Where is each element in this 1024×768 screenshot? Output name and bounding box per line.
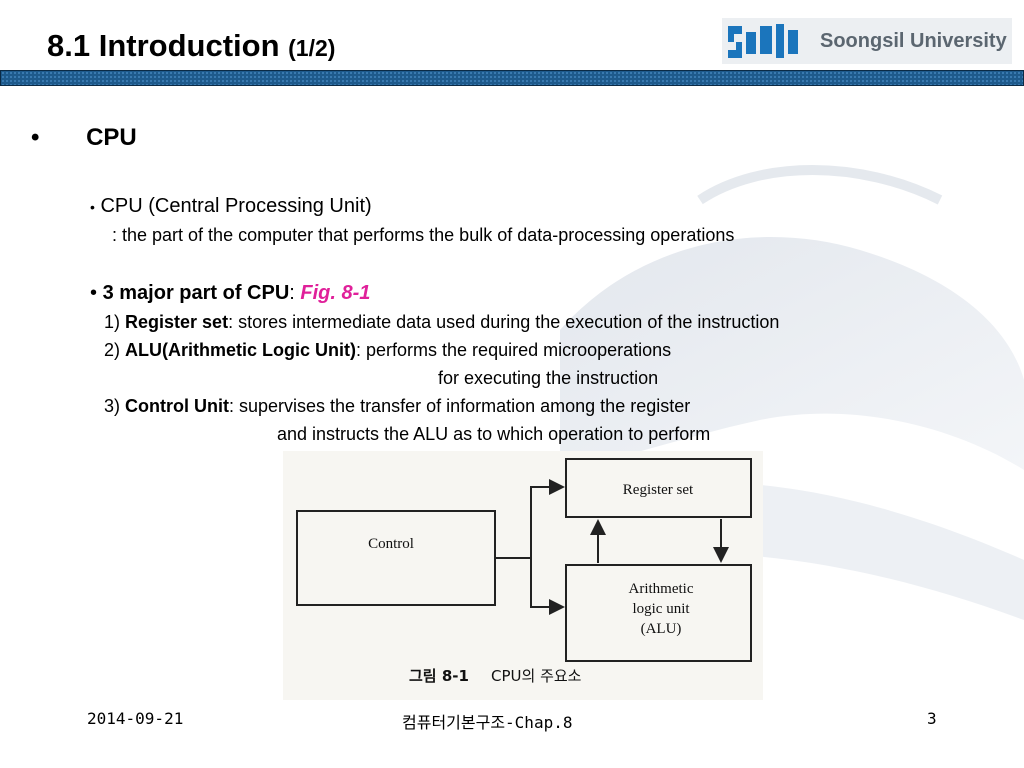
slide-title: 8.1 Introduction (1/2) bbox=[47, 28, 335, 64]
item-term: Control Unit bbox=[125, 396, 229, 416]
university-logo bbox=[722, 18, 1012, 64]
main-bullet-label: CPU bbox=[86, 124, 137, 151]
item-term: ALU(Arithmetic Logic Unit) bbox=[125, 340, 357, 360]
title-suffix: (1/2) bbox=[288, 35, 336, 61]
major-sep: : bbox=[289, 282, 301, 304]
major-title: 3 major part of CPU bbox=[102, 282, 290, 304]
logo-text: Soongsil University bbox=[820, 30, 1007, 52]
control-label: Control bbox=[368, 536, 414, 552]
control-box bbox=[296, 510, 496, 606]
item-continuation: and instructs the ALU as to which operat… bbox=[277, 424, 711, 444]
alu-label-1: Arithmetic bbox=[629, 581, 694, 597]
register-box bbox=[565, 458, 752, 518]
footer-page-number: 3 bbox=[927, 709, 937, 728]
list-item: 1) Register set: stores intermediate dat… bbox=[104, 312, 779, 333]
bullet-icon: • bbox=[90, 282, 98, 304]
item-desc: : performs the required microoperations bbox=[356, 340, 672, 360]
def-title-line: • CPU (Central Processing Unit) bbox=[90, 195, 372, 218]
item-term: Register set bbox=[125, 312, 229, 332]
bullet-icon: • bbox=[31, 124, 40, 151]
list-item: 3) Control Unit: supervises the transfer… bbox=[104, 396, 690, 417]
item-continuation: for executing the instruction bbox=[438, 368, 659, 388]
main-bullet: • CPU bbox=[31, 124, 137, 152]
item-number: 2) bbox=[104, 340, 126, 360]
footer-date: 2014-09-21 bbox=[87, 709, 184, 728]
def-body: : the part of the computer that performs… bbox=[112, 225, 735, 245]
def-title: CPU (Central Processing Unit) bbox=[100, 195, 372, 217]
item-number: 3) bbox=[104, 396, 126, 416]
logo-mark-icon bbox=[728, 24, 798, 58]
major-title-line: • 3 major part of CPU: Fig. 8-1 bbox=[90, 282, 370, 305]
register-label: Register set bbox=[623, 482, 694, 498]
item-number: 1) bbox=[104, 312, 126, 332]
alu-box bbox=[565, 564, 752, 662]
header-rule bbox=[0, 70, 1024, 86]
cpu-block-diagram: Control Register set Arithmetic logic un… bbox=[296, 458, 752, 685]
alu-label-2: logic unit bbox=[632, 601, 690, 617]
control-to-alu-arrow bbox=[530, 558, 565, 615]
figure-caption-label: 그림 8-1 bbox=[409, 667, 469, 685]
fig-reference: Fig. 8-1 bbox=[300, 282, 371, 304]
bullet-icon: • bbox=[90, 199, 95, 215]
footer-course: 컴퓨터기본구조-Chap.8 bbox=[402, 713, 573, 732]
title-text: 8.1 Introduction bbox=[47, 28, 280, 63]
item-desc: : supervises the transfer of information… bbox=[229, 396, 691, 416]
control-to-register-arrow bbox=[495, 479, 565, 559]
cpu-figure: Control Register set Arithmetic logic un… bbox=[283, 451, 763, 700]
alu-label-3: (ALU) bbox=[641, 621, 682, 637]
item-desc: : stores intermediate data used during t… bbox=[228, 312, 780, 332]
list-item: 2) ALU(Arithmetic Logic Unit): performs … bbox=[104, 340, 671, 361]
figure-caption-text: CPU의 주요소 bbox=[491, 667, 582, 685]
